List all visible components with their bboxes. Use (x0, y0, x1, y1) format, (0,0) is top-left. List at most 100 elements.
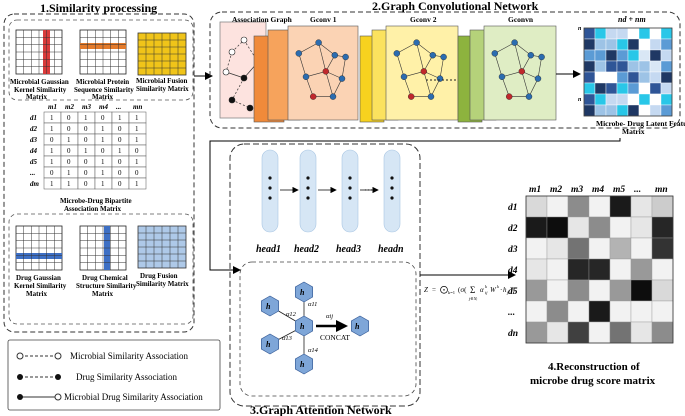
dfusion-label-1: Drug Fusion (140, 272, 178, 280)
bipartite-row-label: d2 (30, 125, 38, 133)
latent-cell (660, 82, 673, 95)
bipartite-row-label: d5 (30, 158, 38, 166)
score-cell (546, 321, 569, 344)
legend-drug-line (17, 374, 61, 380)
bipartite-value: 1 (135, 114, 139, 122)
score-cell (567, 321, 590, 344)
assoc-node (222, 68, 230, 76)
score-cell (588, 258, 611, 281)
latent-cell (627, 71, 640, 84)
latent-cell (605, 93, 618, 106)
svg-text:ij: ij (485, 290, 488, 295)
score-cell (588, 237, 611, 260)
latent-cell (605, 60, 618, 73)
graph-edge (528, 78, 539, 97)
score-col-label: m5 (613, 185, 625, 195)
bipartite-value: 0 (135, 147, 139, 155)
legend-drug-text: Drug Similarity Association (76, 372, 177, 382)
score-cell (609, 216, 632, 239)
assoc-node (240, 74, 248, 82)
bipartite-col-label: mn (133, 103, 142, 111)
score-cell (630, 195, 653, 218)
mfusion-label-1: Microbial Fusion (136, 77, 188, 85)
latent-cell (627, 38, 640, 51)
graph-edge (305, 76, 314, 97)
node-label: h (300, 288, 305, 297)
head-dot (348, 186, 352, 190)
latent-label-2: Matrix (622, 127, 645, 136)
latent-border (583, 27, 673, 117)
mps-label-3: Matrix (92, 93, 113, 101)
graph-edge (305, 71, 326, 78)
score-cell (567, 237, 590, 260)
graph-node (329, 93, 337, 100)
graph-node (393, 50, 400, 57)
gconvn-label: Gconvn (508, 15, 534, 24)
bipartite-value: 0 (84, 125, 88, 133)
microbe-similarity-group (8, 19, 194, 101)
latent-cell (605, 27, 618, 40)
latent-cell (649, 104, 662, 117)
latent-cell (638, 60, 651, 73)
score-row-label: ... (508, 308, 515, 318)
bipartite-value: 0 (67, 114, 71, 122)
assoc-node (228, 96, 236, 104)
score-cell (609, 195, 632, 218)
gconv1-label: Gconv 1 (310, 15, 337, 24)
head-dot (268, 196, 272, 200)
score-cell (525, 279, 548, 302)
concat-label: CONCAT (320, 333, 350, 342)
alpha-label: α13 (282, 335, 293, 342)
score-cell (525, 216, 548, 239)
connector-to-gat (209, 138, 621, 274)
assoc-graph-label: Association Graph (232, 15, 293, 24)
assoc-node (240, 36, 248, 44)
score-cell (525, 258, 548, 281)
output-node (350, 315, 370, 337)
node-label: h (300, 360, 305, 369)
head-bar (299, 149, 317, 233)
score-cell (567, 258, 590, 281)
latent-cell (638, 82, 651, 95)
latent-cell (616, 82, 629, 95)
graph-node (498, 73, 506, 81)
score-cell (630, 321, 653, 344)
bipartite-value: 0 (67, 147, 71, 155)
score-cell (609, 237, 632, 260)
graph-edge (501, 71, 522, 78)
svg-text:k: k (485, 284, 488, 289)
bipartite-value: 0 (135, 169, 139, 177)
bipartite-value: 0 (50, 169, 54, 177)
latent-cell (649, 93, 662, 106)
alpha-label: α14 (308, 347, 319, 354)
head-label: head3 (336, 244, 361, 255)
latent-cell (660, 60, 673, 73)
bipartite-label-1: Microbe-Drug Bipartite (60, 197, 132, 205)
graph-edge (439, 56, 444, 79)
mgk-label-1: Microbial Gaussian (10, 78, 69, 86)
concat-arrowhead (336, 320, 348, 332)
graph-node (436, 75, 444, 82)
graph-node (491, 50, 498, 57)
head-dot (268, 176, 272, 180)
graph-node (331, 52, 338, 59)
bipartite-value: 1 (101, 125, 105, 133)
graph-node (400, 73, 408, 81)
score-cell (567, 195, 590, 218)
latent-cell (583, 93, 596, 106)
latent-cell (638, 38, 651, 51)
latent-cell (605, 71, 618, 84)
latent-cell (638, 27, 651, 40)
latent-cell (649, 60, 662, 73)
score-cell (546, 216, 569, 239)
drug-fusion-matrix (137, 225, 187, 269)
latent-cell (594, 71, 607, 84)
graph-node (506, 93, 513, 100)
section-4-title-1: 4.Reconstruction of (548, 361, 640, 373)
graph-edge (430, 78, 441, 97)
gat-formula: Z = ⨀ k=1 (σ( Σ j∈Nᵢ α ij k W k · h j )) (424, 284, 515, 301)
score-cell (588, 300, 611, 323)
graph-node (525, 93, 533, 100)
graph-edge (416, 42, 433, 56)
